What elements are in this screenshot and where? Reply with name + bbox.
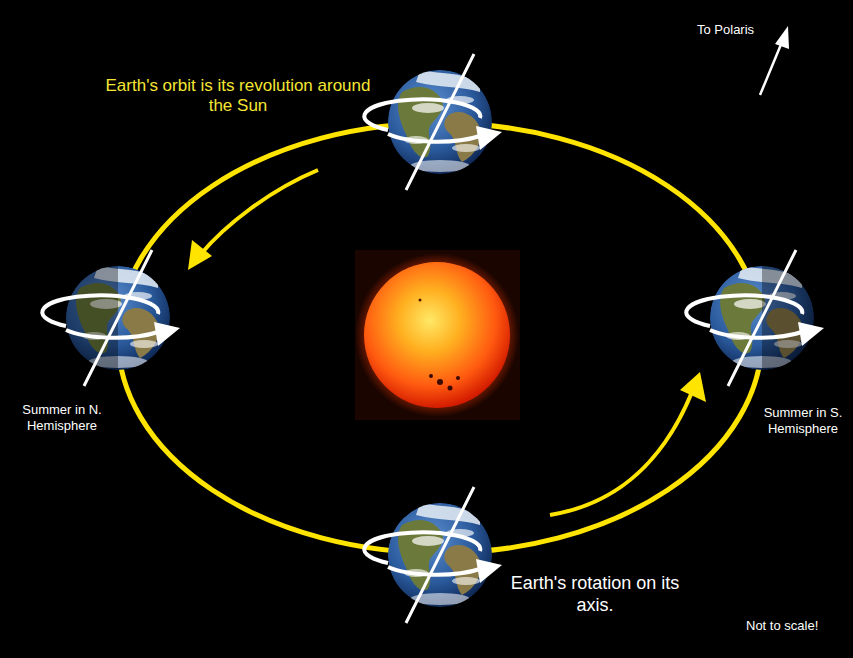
sun <box>355 250 520 420</box>
orbit-path <box>118 123 762 553</box>
earth-left <box>42 250 180 386</box>
orbit-caption: Earth's orbit is its revolution around t… <box>98 76 378 117</box>
polaris-arrow <box>760 26 789 95</box>
orbit-arrow <box>550 392 692 515</box>
season-label: Summer in S. Hemisphere <box>756 405 850 436</box>
scale-note: Not to scale! <box>746 618 846 634</box>
earth-right <box>686 250 824 386</box>
earth-bottom <box>364 487 502 623</box>
orbit-arrow <box>200 170 318 255</box>
orbit-arrow-head <box>188 240 212 270</box>
polaris-label: To Polaris <box>697 22 777 38</box>
season-label: Summer in N. Hemisphere <box>10 402 114 433</box>
earth-top <box>364 54 502 190</box>
orbit-arrow-head <box>680 372 706 402</box>
rotation-caption: Earth's rotation on its axis. <box>505 573 685 616</box>
